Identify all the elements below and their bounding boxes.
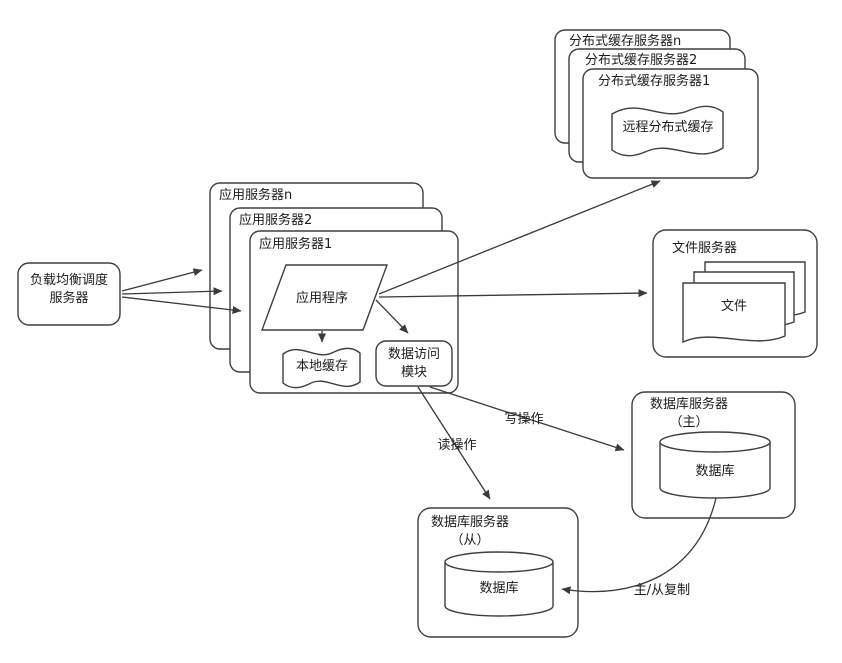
load-balancer-label: 负载均衡调度 服务器 [18, 272, 120, 307]
db-slave-cylinder-top [444, 551, 554, 573]
db-slave-title: 数据库服务器 （从） [420, 514, 520, 549]
load-balancer-line1: 负载均衡调度 [29, 273, 108, 288]
edge-app-to-data-access [375, 299, 409, 334]
remote-cache-shape [611, 105, 724, 157]
edge-write-label: 写操作 [504, 412, 544, 427]
app-server-2-title: 应用服务器2 [239, 213, 313, 228]
edge-read-label: 读操作 [437, 438, 477, 453]
db-master-title: 数据库服务器 （主） [634, 396, 744, 431]
db-master-title-line: 数据库服务器 [649, 397, 728, 412]
local-cache-shape [282, 347, 361, 389]
edge-lb-to-app-2 [121, 287, 223, 296]
data-access-line1: 数据访问 [387, 347, 440, 362]
edge-lb-to-app-n [121, 268, 203, 292]
local-cache-label: 本地缓存 [295, 359, 348, 374]
cache-server-1-title: 分布式缓存服务器1 [598, 74, 711, 89]
db-slave-db-label: 数据库 [479, 581, 519, 596]
cache-server-n-title: 分布式缓存服务器n [569, 34, 682, 49]
application-shape [260, 264, 389, 331]
db-master-db-label: 数据库 [695, 464, 735, 479]
app-server-n-title: 应用服务器n [219, 188, 293, 203]
edge-lb-to-app-1 [121, 296, 242, 314]
db-slave-cylinder-body [444, 562, 554, 617]
edge-write-to-master [429, 386, 625, 452]
db-master-sub: （主） [669, 414, 709, 430]
edge-app-to-file-server [378, 289, 648, 298]
edge-replication [561, 497, 717, 595]
edge-app-to-remote-cache [378, 180, 661, 295]
edge-read-to-slave [417, 386, 491, 500]
cache-server-2-title: 分布式缓存服务器2 [585, 53, 698, 68]
app-server-1-title: 应用服务器1 [259, 237, 333, 252]
file-doc-front [682, 282, 786, 344]
db-master-cylinder-top [659, 431, 771, 453]
application-label: 应用程序 [295, 291, 348, 306]
db-slave-sub: （从） [450, 532, 490, 548]
load-balancer-box [17, 262, 121, 326]
edge-replication-label: 主/从复制 [633, 583, 691, 598]
data-access-line2: 模块 [400, 364, 427, 380]
db-master-cylinder-body [659, 442, 771, 499]
file-label: 文件 [720, 299, 747, 314]
load-balancer-line2: 服务器 [49, 290, 89, 306]
db-slave-title-line: 数据库服务器 [430, 515, 509, 530]
data-access-label: 数据访问 模块 [376, 346, 452, 381]
remote-cache-label: 远程分布式缓存 [622, 120, 714, 135]
data-access-box [375, 340, 453, 387]
file-server-title: 文件服务器 [672, 241, 738, 256]
